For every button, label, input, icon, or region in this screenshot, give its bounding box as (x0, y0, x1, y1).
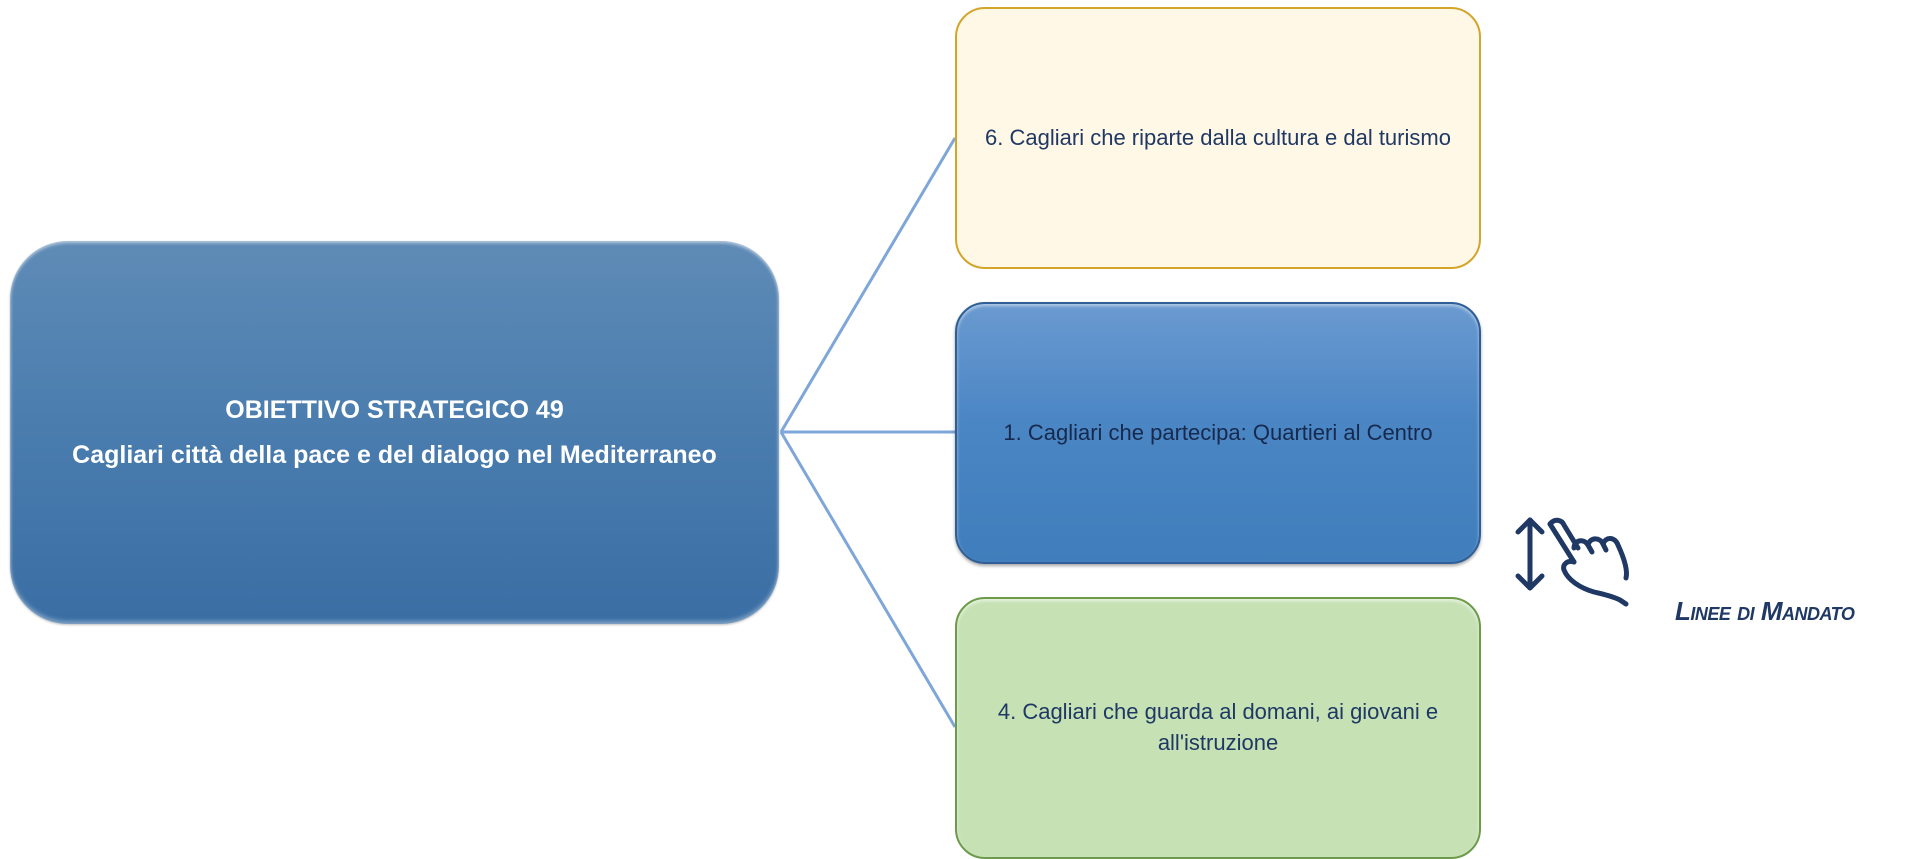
connector-bottom (779, 431, 957, 728)
branch-label: 4. Cagliari che guarda al domani, ai gio… (997, 699, 1439, 755)
branch-label: 6. Cagliari che riparte dalla cultura e … (985, 124, 1451, 150)
objective-subtitle: Cagliari città della pace e del dialogo … (72, 440, 717, 469)
connector-top (779, 137, 957, 433)
branch-box-participation: 1. Cagliari che partecipa: Quartieri al … (955, 302, 1481, 564)
main-objective-box: OBIETTIVO STRATEGICO 49 Cagliari città d… (10, 241, 779, 624)
branch-box-culture: 6. Cagliari che riparte dalla cultura e … (955, 7, 1481, 269)
objective-title: OBIETTIVO STRATEGICO 49 (225, 395, 564, 424)
branch-label: 1. Cagliari che partecipa: Quartieri al … (1003, 419, 1433, 445)
linee-di-mandato-link[interactable]: Linee di Mandato (1675, 596, 1855, 626)
branch-box-youth: 4. Cagliari che guarda al domani, ai gio… (955, 597, 1481, 859)
touch-swipe-icon[interactable] (1508, 512, 1658, 612)
